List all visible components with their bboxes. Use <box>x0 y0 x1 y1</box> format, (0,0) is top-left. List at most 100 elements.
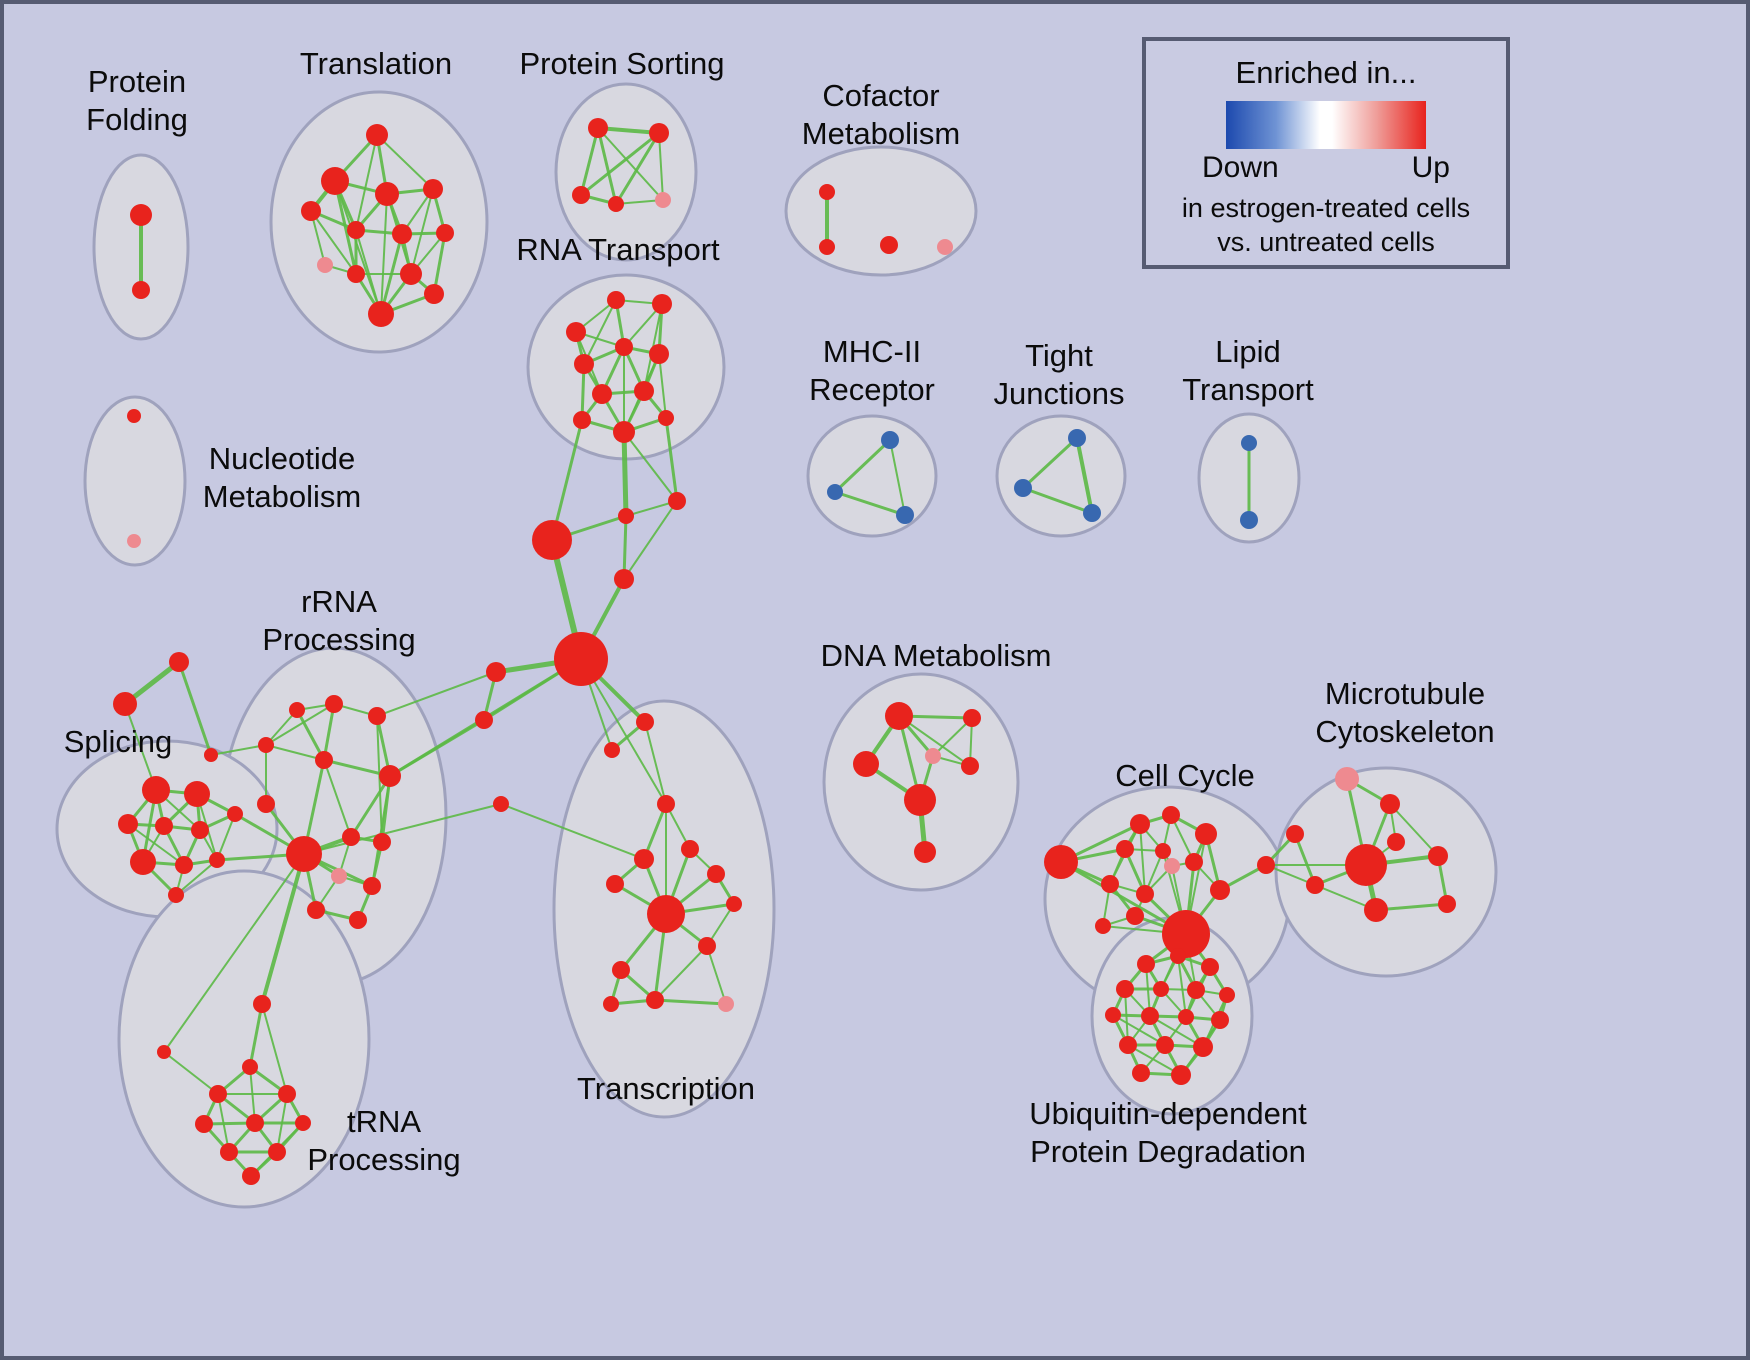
network-node-tr4 <box>375 182 399 206</box>
network-node-rt4 <box>574 354 594 374</box>
network-edge <box>622 514 628 581</box>
network-node-tc8 <box>707 865 725 883</box>
network-edge <box>833 438 892 494</box>
cluster-label-dna-metabolism: DNA Metabolism <box>821 638 1052 673</box>
network-edge <box>664 416 679 503</box>
network-edge <box>261 1003 288 1095</box>
network-node-rr14 <box>257 795 275 813</box>
network-node-tr6 <box>347 221 365 239</box>
network-node-cc8 <box>1101 875 1119 893</box>
network-edge <box>596 126 661 135</box>
network-node-rr3 <box>368 707 386 725</box>
network-edge <box>654 945 708 1001</box>
network-edge <box>833 490 907 517</box>
network-node-tc2 <box>604 742 620 758</box>
network-node-ex3 <box>204 748 218 762</box>
network-node-tc13 <box>603 996 619 1012</box>
network-edge <box>1149 1015 1204 1048</box>
cluster-ellipse-nucleotide-metabolism <box>83 395 187 567</box>
network-node-tn7 <box>246 1114 264 1132</box>
network-edge <box>1021 486 1094 515</box>
network-edge <box>265 703 335 746</box>
legend-down-label: Down <box>1202 151 1279 184</box>
network-node-tn11 <box>242 1167 260 1185</box>
network-node-cn6 <box>486 662 506 682</box>
network-node-rr9 <box>373 833 391 851</box>
network-edge <box>623 500 678 580</box>
network-node-cn8 <box>493 796 509 812</box>
network-node-mc4 <box>1387 833 1405 851</box>
network-edge <box>500 803 645 860</box>
cluster-ellipse-dna-metabolism <box>822 672 1020 892</box>
network-node-tc6 <box>606 875 624 893</box>
network-node-cc1 <box>1130 814 1150 834</box>
network-edge <box>1389 803 1439 857</box>
network-node-tn8 <box>295 1115 311 1131</box>
network-node-ub6 <box>1187 981 1205 999</box>
network-node-tr8 <box>436 224 454 242</box>
network-edge <box>550 418 584 542</box>
network-node-mc0 <box>1257 856 1275 874</box>
network-node-mh1 <box>881 431 899 449</box>
network-edge <box>644 721 667 805</box>
network-node-ub15 <box>1132 1064 1150 1082</box>
network-node-dm1 <box>885 702 913 730</box>
network-node-pf2 <box>132 281 150 299</box>
network-node-tj3 <box>1083 504 1101 522</box>
network-node-dm4 <box>925 748 941 764</box>
network-node-tj2 <box>1014 479 1032 497</box>
network-node-cc12 <box>1162 910 1210 958</box>
network-node-tc5 <box>634 849 654 869</box>
network-node-ub3 <box>1201 958 1219 976</box>
network-node-ub11 <box>1211 1011 1229 1029</box>
network-edge <box>380 193 388 315</box>
network-node-sp8 <box>175 856 193 874</box>
network-node-dm7 <box>914 841 936 863</box>
network-edge <box>210 744 267 756</box>
network-node-ub13 <box>1156 1036 1174 1054</box>
cluster-label-protein-sorting: Protein Sorting <box>519 46 724 81</box>
network-node-cc2 <box>1162 806 1180 824</box>
network-node-tc1 <box>636 713 654 731</box>
cluster-label-translation: Translation <box>300 46 452 81</box>
network-node-rr5 <box>315 751 333 769</box>
network-node-dm3 <box>853 751 879 777</box>
network-edge <box>163 853 305 1053</box>
network-edge <box>376 134 434 190</box>
network-edge <box>355 229 382 315</box>
legend-gradient-bar <box>1226 101 1426 149</box>
network-node-nm1 <box>127 409 141 423</box>
network-node-rt8 <box>634 381 654 401</box>
network-node-rt10 <box>613 421 635 443</box>
network-node-rr1 <box>325 695 343 713</box>
network-node-cc9 <box>1136 885 1154 903</box>
cluster-ellipse-cofactor-metabolism <box>784 145 978 277</box>
legend-caption-line2: vs. untreated cells <box>1217 227 1435 257</box>
cluster-ellipse-microtubule-cytoskeleton <box>1274 766 1498 978</box>
network-node-cc11 <box>1126 907 1144 925</box>
network-node-tn4 <box>209 1085 227 1103</box>
network-edge <box>303 803 502 855</box>
network-edge <box>334 180 382 315</box>
network-node-sp2 <box>184 781 210 807</box>
network-node-lt2 <box>1240 511 1258 529</box>
network-node-ub2 <box>1170 948 1186 964</box>
legend-caption-line1: in estrogen-treated cells <box>1181 193 1471 223</box>
network-edge <box>1124 988 1129 1046</box>
network-node-rr13 <box>349 911 367 929</box>
network-node-rr2 <box>289 702 305 718</box>
network-node-cc5 <box>1155 843 1171 859</box>
network-edge <box>614 131 661 206</box>
network-node-tr10 <box>347 265 365 283</box>
network-node-cc6 <box>1185 853 1203 871</box>
network-node-ps3 <box>572 186 590 204</box>
network-edge <box>432 231 447 296</box>
network-node-ps2 <box>649 123 669 143</box>
network-node-tn1 <box>253 995 271 1013</box>
network-node-tn2 <box>157 1045 171 1059</box>
network-node-ub10 <box>1178 1009 1194 1025</box>
